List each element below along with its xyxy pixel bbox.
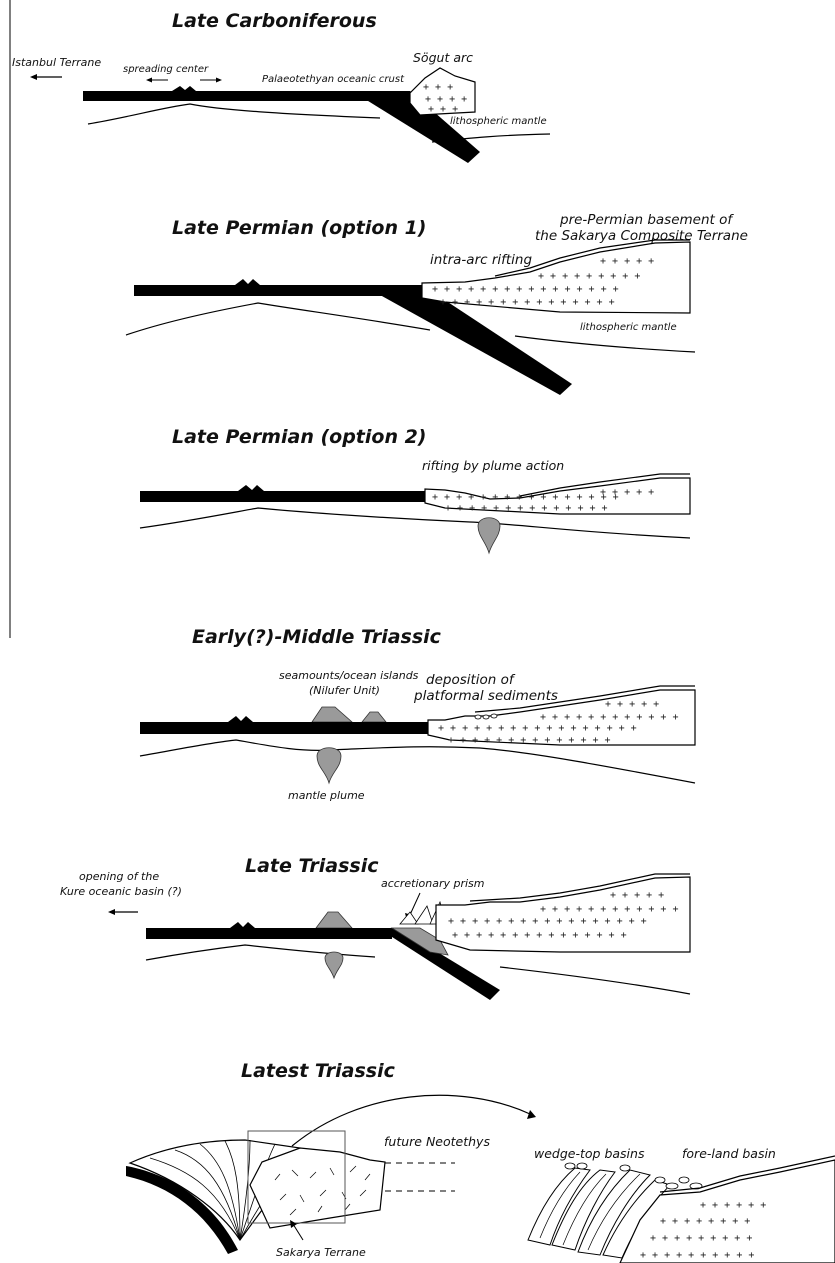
terrane-pointer — [293, 1224, 303, 1240]
panel-late-permian-1: Late Permian (option 1) pre-Permian base… — [126, 212, 748, 395]
foreland-basement-block — [620, 1160, 835, 1263]
panel-title: Late Triassic — [245, 855, 379, 877]
plume-rifting-label: rifting by plume action — [422, 458, 564, 473]
basement-label-line1: pre-Permian basement of — [559, 212, 734, 228]
deposition-label-line2: platformal sediments — [413, 688, 558, 704]
mantle-plume — [317, 748, 341, 783]
spreading-center-label: spreading center — [123, 64, 209, 75]
panel-latest-triassic: Latest Triassic future — [126, 1060, 835, 1263]
oceanic-crust — [140, 485, 425, 502]
zoom-arrow-head — [527, 1110, 536, 1119]
svg-text:+ + + + + + + + + +: + + + + + + + + + + + + — [540, 712, 678, 723]
opening-label-line1: opening of the — [79, 870, 159, 883]
seamounts-label-line1: seamounts/ocean islands — [279, 669, 419, 682]
intra-arc-rifting-label: intra-arc rifting — [430, 252, 532, 268]
lithosphere-base-line — [126, 303, 430, 335]
svg-text:+ + + + + + + + + +: + + + + + + + + + + + + + + + — [452, 930, 627, 941]
panel-early-middle-triassic: Early(?)-Middle Triassic seamounts/ocean… — [140, 626, 695, 802]
left-arrow-icon — [30, 74, 62, 80]
spreading-arrows-icon — [146, 78, 222, 83]
panel-title: Late Permian (option 1) — [172, 217, 427, 239]
deposition-label-line1: deposition of — [426, 672, 516, 688]
left-arrow-icon — [108, 909, 138, 915]
lithospheric-mantle-line — [515, 336, 695, 352]
svg-text:+ + +: + + + — [428, 104, 458, 115]
panel-late-carboniferous: Late Carboniferous Istanbul Terrane spre… — [12, 10, 550, 163]
panel-late-permian-2: Late Permian (option 2) rifting by plume… — [140, 426, 690, 553]
svg-text:+ + + + +: + + + + + — [600, 256, 654, 267]
svg-text:+ + + + +: + + + + + — [610, 890, 664, 901]
svg-text:+ + + + + + + + + +: + + + + + + + + + + + + — [540, 904, 678, 915]
svg-text:+ + + + + + + + + +: + + + + + + + + + + + + + + + + + — [438, 723, 637, 734]
mantle-plume — [325, 952, 343, 978]
panel-title: Late Permian (option 2) — [172, 426, 427, 448]
oceanic-crust — [140, 716, 428, 734]
panel-title: Latest Triassic — [241, 1060, 396, 1082]
svg-text:+ + + + +: + + + + + — [605, 699, 659, 710]
seamount — [316, 912, 352, 928]
panel-late-triassic: Late Triassic opening of the Kure oceani… — [60, 855, 690, 1000]
lithosphere-base-line — [88, 104, 380, 124]
panel-title: Early(?)-Middle Triassic — [192, 626, 442, 648]
seamount-small — [362, 712, 386, 722]
lithospheric-mantle-label: lithospheric mantle — [450, 116, 547, 127]
lithospheric-mantle-label: lithospheric mantle — [580, 322, 677, 333]
sakarya-terrane-block — [250, 1148, 385, 1228]
sogut-arc-label: Sögut arc — [413, 50, 473, 65]
sakarya-terrane-label: Sakarya Terrane — [276, 1246, 366, 1259]
accretionary-prism-label: accretionary prism — [381, 877, 484, 890]
svg-text:+ + + + + + + + + +: + + + + + + + + + + + + + + + + — [432, 284, 619, 295]
seamount-large — [312, 707, 352, 722]
fore-land-basin-label: fore-land basin — [682, 1146, 776, 1161]
svg-text:+ + + + + + + + + +: + + + + + + + + + + + + + + — [445, 503, 608, 514]
oceanic-crust-label: Palaeotethyan oceanic crust — [262, 74, 405, 85]
wedge-top-basins-label: wedge-top basins — [534, 1146, 645, 1161]
mantle-plume — [478, 518, 500, 553]
mantle-plume-label: mantle plume — [288, 789, 365, 802]
svg-text:+ + + + + + + + +: + + + + + + + + + — [538, 271, 640, 282]
svg-text:+ + + + + + + + + +: + + + + + + + + + + + + + + + + — [432, 492, 619, 503]
seamounts-label-line2: (Nilufer Unit) — [309, 684, 380, 697]
future-neotethys-label: future Neotethys — [384, 1134, 490, 1149]
svg-text:+ + + + + + + + + +: + + + + + + + + + + + + + + + + + — [448, 916, 647, 927]
lithosphere-base-line — [140, 740, 695, 783]
svg-text:+ + + + + + + +: + + + + + + + + — [660, 1216, 750, 1227]
svg-text:+ + + + + + + + + +: + + + + + + + + + + + + + + + — [440, 297, 615, 308]
oceanic-crust — [146, 922, 392, 939]
svg-text:+ + + + + +: + + + + + + — [700, 1200, 766, 1211]
opening-label-line2: Kure oceanic basin (?) — [60, 885, 182, 898]
istanbul-terrane-label: Istanbul Terrane — [12, 56, 101, 69]
svg-text:+ + + + + + + + + +: + + + + + + + + + + + + + + — [448, 735, 611, 746]
svg-text:+ + +: + + + — [423, 82, 453, 93]
svg-text:+ + + + + + + +: + + + + + + + + + — [650, 1233, 752, 1244]
svg-text:+ + + + + + + +: + + + + + + + + + + — [640, 1250, 754, 1261]
lithospheric-mantle-line — [500, 967, 690, 994]
sediment-blobs — [475, 714, 497, 719]
panel-title: Late Carboniferous — [172, 10, 377, 32]
